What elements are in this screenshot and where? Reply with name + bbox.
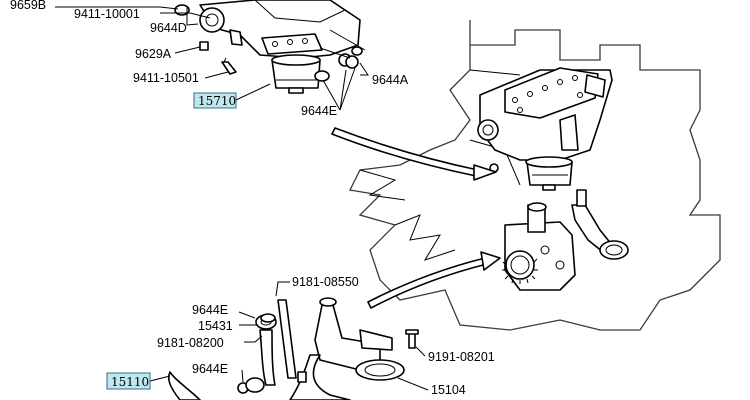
callout-9411-10001: 9411-10001 xyxy=(74,7,140,21)
callout-9644d: 9644D xyxy=(150,21,187,35)
callout-9644e-low: 9644E xyxy=(192,362,228,376)
mounted-oil-pump xyxy=(502,189,629,291)
callout-9659b: 9659B xyxy=(10,0,46,12)
callout-15431: 15431 xyxy=(198,319,233,333)
callout-9644e-top: 9644E xyxy=(301,104,337,118)
exploded-filter-housing xyxy=(174,0,366,94)
callout-9181-08200: 9181-08200 xyxy=(157,336,224,350)
callout-15104: 15104 xyxy=(431,383,466,397)
part-link-15110[interactable]: 15110 xyxy=(106,372,151,390)
part-highlight-box[interactable] xyxy=(193,92,237,109)
mounted-filter-housing xyxy=(477,67,613,191)
callout-9191-08201: 9191-08201 xyxy=(428,350,495,364)
callout-9644a: 9644A xyxy=(372,73,409,87)
callout-9644e-mid: 9644E xyxy=(192,303,228,317)
callout-9411-10501: 9411-10501 xyxy=(133,71,199,85)
flow-arrows xyxy=(331,127,501,309)
exploded-oil-strainer xyxy=(167,297,419,400)
callout-labels: 9659B 9411-10001 9644D 9629A 9411-10501 … xyxy=(10,0,495,397)
part-number-15110[interactable]: 15110 xyxy=(111,375,149,389)
callout-9181-08550: 9181-08550 xyxy=(292,275,359,289)
part-highlight-box[interactable] xyxy=(106,372,151,390)
leader-lines xyxy=(55,6,429,391)
part-link-15710[interactable]: 15710 xyxy=(193,92,237,109)
callout-9629a: 9629A xyxy=(135,47,172,61)
part-number-15710[interactable]: 15710 xyxy=(198,94,236,108)
